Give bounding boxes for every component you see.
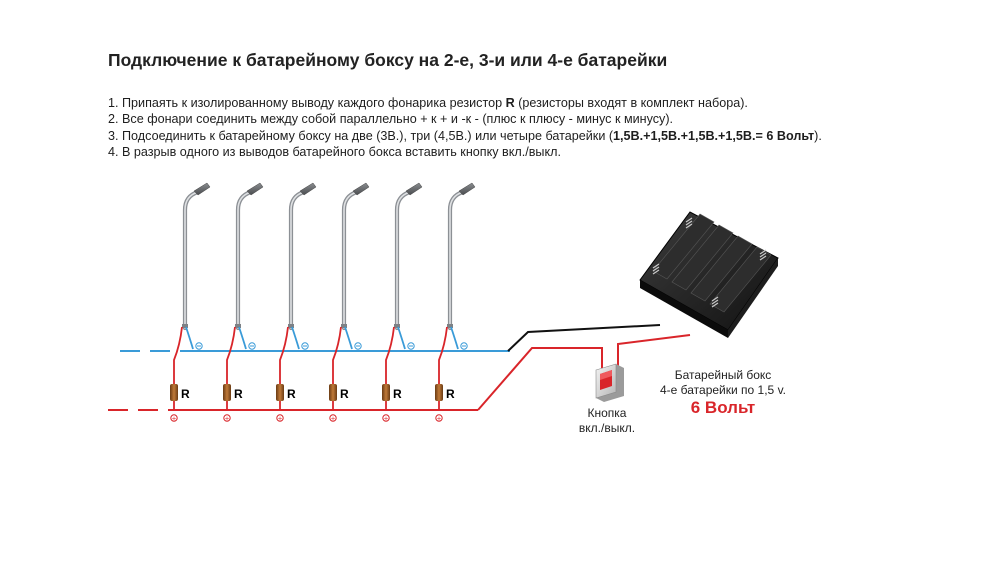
step-1: 1. Припаять к изолированному выводу кажд… [108, 96, 748, 110]
svg-text:+: + [383, 416, 388, 423]
black-wire [507, 324, 661, 352]
instructions-list: 1. Припаять к изолированному выводу кажд… [108, 95, 822, 161]
svg-text:+: + [330, 416, 335, 423]
resistor-label: R [287, 387, 296, 401]
lamp-3: + R [276, 183, 316, 423]
resistor-label: R [234, 387, 243, 401]
resistor-label: R [340, 387, 349, 401]
lamp-4: + R [329, 183, 369, 423]
page-title: Подключение к батарейному боксу на 2-е, … [108, 50, 668, 70]
power-button-icon [595, 363, 624, 402]
svg-text:+: + [224, 416, 229, 423]
step-3: 3. Подсоединить к батарейному боксу на д… [108, 128, 822, 143]
resistor-icon [170, 384, 178, 401]
streetlight-icon [341, 183, 369, 328]
streetlight-icon [235, 183, 263, 328]
resistor-icon [223, 384, 231, 401]
lamp-6: + R [435, 183, 475, 423]
streetlight-icon [182, 183, 210, 328]
resistor-symbol: R [505, 96, 515, 110]
plus-wire [108, 334, 691, 411]
resistor-icon [276, 384, 284, 401]
lamp-5: + R [382, 183, 422, 423]
svg-text:+: + [171, 416, 176, 423]
step-2: 2. Все фонари соединить между собой пара… [108, 112, 674, 127]
streetlight-icon [394, 183, 422, 328]
resistor-icon [435, 384, 443, 401]
resistor-icon [329, 384, 337, 401]
streetlight-icon [288, 183, 316, 328]
lamp-1: + R [170, 183, 210, 423]
resistor-icon [382, 384, 390, 401]
button-caption: Кнопка вкл./выкл. [578, 406, 636, 435]
svg-text:+: + [277, 416, 282, 423]
streetlight-icon [447, 183, 475, 328]
resistor-label: R [181, 387, 190, 401]
lamp-2: + R [223, 183, 263, 423]
step-4: 4. В разрыв одного из выводов батарейног… [108, 145, 561, 160]
resistor-label: R [393, 387, 402, 401]
battery-box-icon [639, 211, 779, 338]
resistor-label: R [446, 387, 455, 401]
voltage-formula: 1,5В.+1,5В.+1,5В.+1,5В.= 6 Вольт [613, 128, 815, 143]
battery-caption: Батарейный бокс 4-е батарейки по 1,5 v. [659, 368, 787, 397]
svg-text:+: + [436, 416, 441, 423]
battery-voltage: 6 Вольт [690, 398, 756, 417]
